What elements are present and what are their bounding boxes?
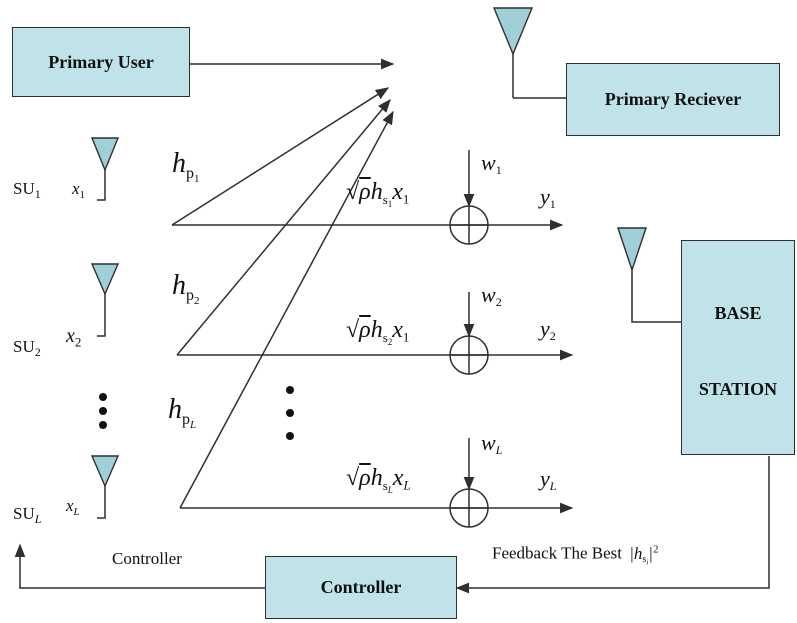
output-y2-label: y2 [540,316,556,344]
base-station-antenna-icon [617,227,647,273]
noise-w1-label: w1 [481,150,502,178]
base-station-box: BASE STATION [681,240,795,455]
sum-node-L [449,488,489,528]
primary-receiver-box: Primary Reciever [566,63,780,136]
su1-label: SU1 [13,179,41,202]
noise-w2-label: w2 [481,282,502,310]
su2-label: SU2 [13,337,41,360]
channel-hp2-label: hp2 [172,270,200,307]
primary-receiver-label: Primary Reciever [604,89,742,109]
base-station-label-line1: BASE [714,303,762,323]
base-station-antenna-feed [631,268,681,323]
controller-path [14,543,265,589]
gain-term-1: √ρhs1x1 [346,179,410,209]
su2-antenna-icon [90,263,120,296]
controller-box: Controller [265,556,457,619]
su2-antenna-feed [97,292,106,337]
base-station-label-line2: STATION [698,379,778,399]
primary-receiver-antenna-icon [492,7,534,56]
ellipsis-dot [286,432,294,440]
suL-label: SUL [13,504,42,527]
su1-antenna-icon [90,137,120,172]
interference-link-L [179,110,394,509]
gain-term-L: √ρhsLxL [346,465,411,495]
feedback-label: Feedback The Best |hsi|2 [492,543,659,567]
interference-link-2 [176,98,391,356]
ellipsis-dot [99,407,107,415]
channel-hpL-label: hpL [168,394,197,431]
ellipsis-dot [99,393,107,401]
ellipsis-dot [99,421,107,429]
controller-label: Controller [320,577,402,597]
suL-signal-label: xL [66,496,80,518]
sum-node-1 [449,205,489,245]
ellipsis-dot [286,409,294,417]
sum-node-2 [449,335,489,375]
primary-user-box: Primary User [12,27,190,97]
gain-term-2: √ρhs2x1 [346,317,410,347]
primary-user-label: Primary User [48,51,154,72]
su2-signal-label: x2 [66,325,82,350]
noise-wL-label: wL [481,430,503,458]
controller-signal-label: Controller [112,549,182,568]
suL-antenna-feed [97,482,106,519]
channel-hp1-label: hp1 [172,148,200,185]
suL-antenna-icon [90,455,120,488]
su1-antenna-feed [97,168,106,201]
output-yL-label: yL [540,466,557,494]
feedback-path [455,456,770,594]
ellipsis-dot [286,386,294,394]
output-y1-label: y1 [540,184,556,212]
su1-signal-label: x1 [72,179,86,201]
interference-link-1 [171,87,390,226]
